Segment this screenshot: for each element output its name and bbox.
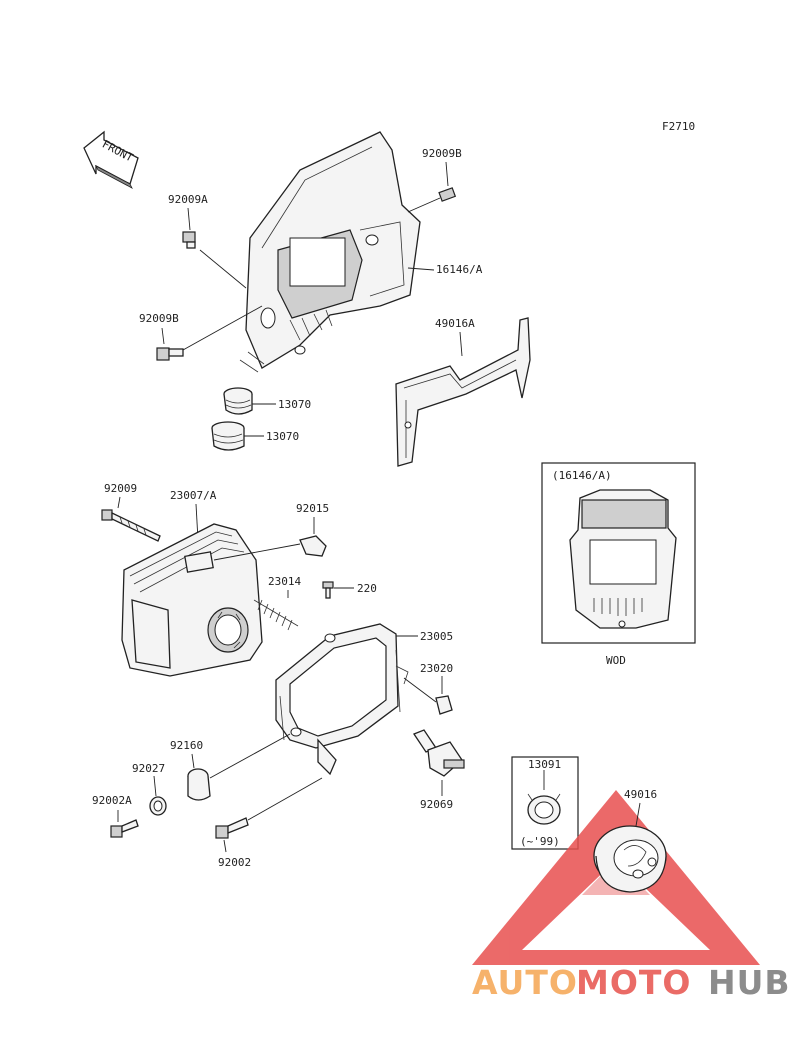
label-92002: 92002 (218, 856, 251, 869)
leader-92009a (187, 207, 191, 231)
spring-23014 (253, 599, 299, 631)
label-13070-lower: 13070 (266, 430, 299, 443)
inset-13091 (511, 756, 579, 850)
screw-220 (322, 581, 334, 599)
label-92009b-top: 92009B (422, 147, 462, 160)
watermark-part1: AUTO (472, 963, 578, 1002)
label-220: 220 (357, 582, 377, 595)
label-92015: 92015 (296, 502, 329, 515)
bolt-92009b-top (407, 187, 457, 213)
bolt-92002a (110, 819, 139, 838)
leader-92027 (153, 775, 157, 797)
rubber-cover-49016 (593, 825, 667, 893)
label-92002a: 92002A (92, 794, 132, 807)
watermark-part2: MOTO (576, 963, 691, 1002)
label-49016a: 49016A (435, 317, 475, 330)
label-92160: 92160 (170, 739, 203, 752)
label-92009a: 92009A (168, 193, 208, 206)
label-16146a: 16146/A (436, 263, 483, 276)
label-92009: 92009 (104, 482, 137, 495)
label-23014: 23014 (268, 575, 301, 588)
bolt-92002 (215, 777, 323, 839)
bulb-92069 (413, 729, 465, 777)
leader-92160 (191, 753, 195, 769)
bolt-92009a (182, 231, 247, 289)
headlight-unit (121, 523, 263, 677)
label-49016: 49016 (624, 788, 657, 801)
front-arrow-icon (83, 130, 139, 189)
leader-92009b-left (161, 327, 165, 345)
inset-wod (541, 462, 696, 644)
leader-92009 (117, 496, 121, 509)
leader-92009b-top (445, 161, 449, 187)
label-92009b-left: 92009B (139, 312, 179, 325)
inset-wod-title: (16146/A) (552, 469, 612, 482)
leader-49016 (635, 802, 641, 827)
inset-13091-note: (~'99) (520, 835, 560, 848)
watermark-text: AUTO MOTO HUB (472, 963, 791, 1002)
figure-code: F2710 (662, 120, 695, 133)
label-13070-upper: 13070 (278, 398, 311, 411)
headlight-cover (239, 131, 421, 373)
frame-23005 (275, 623, 409, 776)
grommet-13070-lower (211, 421, 245, 451)
bolt-92009b-left (156, 305, 263, 361)
clip-92015 (213, 535, 327, 561)
label-23007a: 23007/A (170, 489, 217, 502)
watermark-part3: HUB (708, 963, 791, 1002)
leader-49016a (459, 331, 463, 357)
inset-13091-title: 13091 (528, 758, 561, 771)
leader-92002 (223, 839, 227, 853)
screw-92009 (101, 509, 161, 542)
grommet-92160 (187, 733, 291, 801)
label-92027: 92027 (132, 762, 165, 775)
label-23005: 23005 (420, 630, 453, 643)
bracket-49016a (395, 317, 531, 467)
inset-wod-caption: WOD (606, 654, 626, 667)
collar-92027 (149, 796, 167, 816)
leader-16146a (407, 267, 435, 271)
cap-23020 (403, 677, 453, 715)
grommet-13070-upper (223, 387, 253, 415)
label-92069: 92069 (420, 798, 453, 811)
label-23020: 23020 (420, 662, 453, 675)
